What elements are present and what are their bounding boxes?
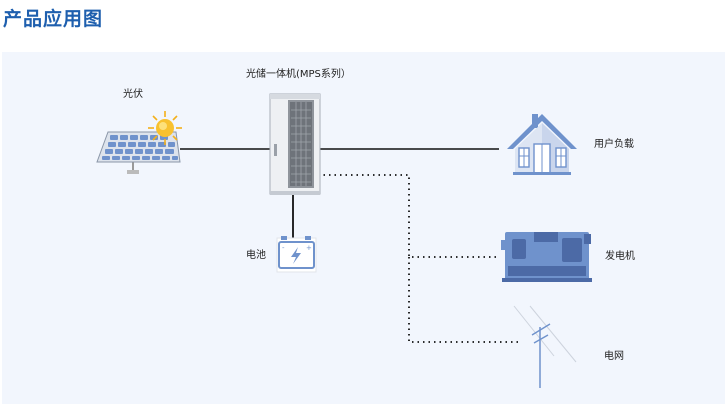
generator-icon — [501, 232, 592, 282]
diagram-canvas: - + — [96, 93, 592, 388]
label-generator: 发电机 — [605, 251, 635, 262]
label-solar: 光伏 — [123, 89, 143, 100]
label-load: 用户负载 — [594, 139, 634, 150]
battery-icon: - + — [276, 236, 317, 273]
solar-panel-icon — [96, 131, 181, 174]
sun-icon — [148, 111, 182, 145]
mps-cabinet-icon — [269, 93, 321, 195]
power-pole-icon — [513, 305, 577, 388]
page-title: 产品应用图 — [3, 8, 104, 30]
svg-text:+: + — [306, 244, 312, 252]
svg-text:-: - — [282, 244, 285, 252]
label-mps: 光储一体机(MPS系列） — [246, 69, 351, 80]
label-battery: 电池 — [246, 250, 266, 261]
connection-mps-grid — [408, 257, 522, 343]
label-grid: 电网 — [604, 351, 624, 362]
connection-mps-generator — [318, 174, 499, 258]
diagram-panel: - + — [2, 52, 725, 404]
house-icon — [507, 114, 577, 175]
